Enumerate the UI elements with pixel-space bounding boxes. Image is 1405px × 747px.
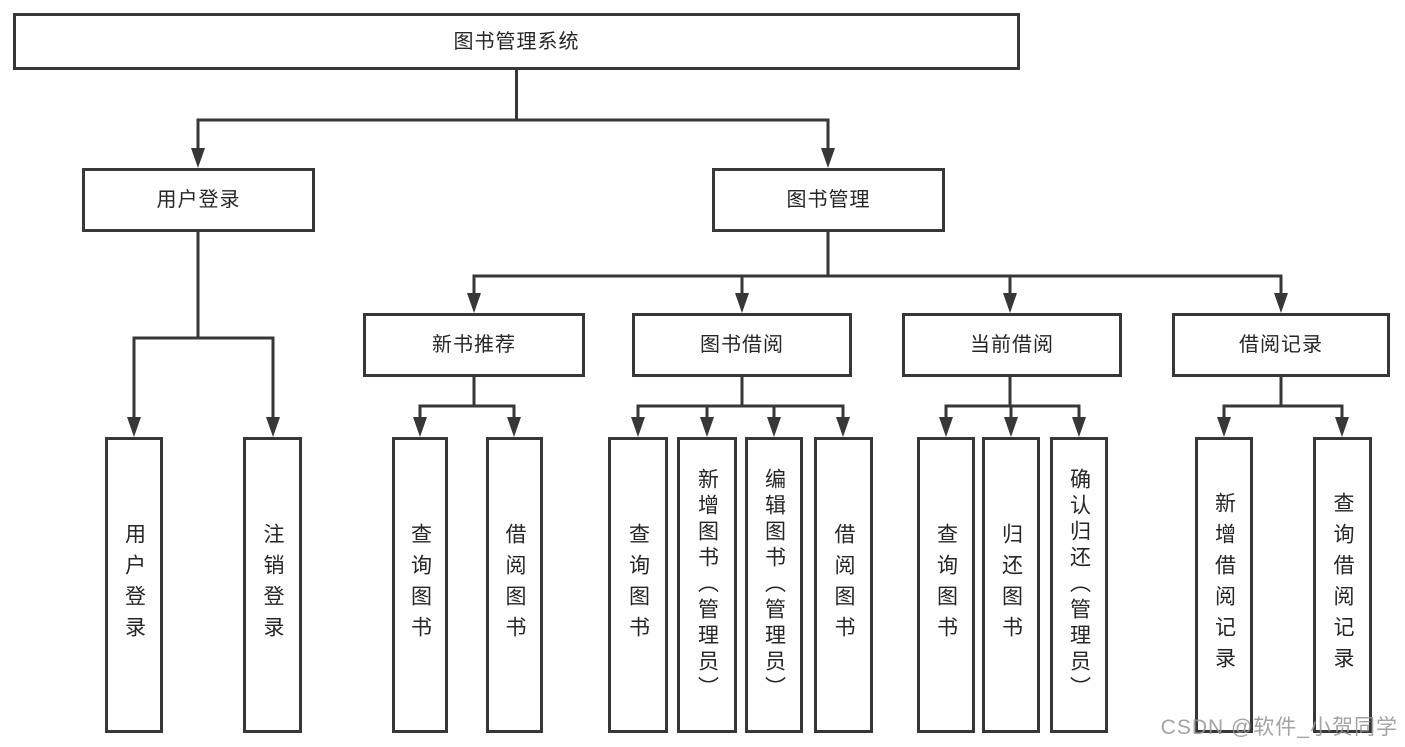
leaf-user-login: 用户登录 bbox=[105, 437, 163, 733]
node-book-management: 图书管理 bbox=[712, 168, 945, 232]
node-borrow-records: 借阅记录 bbox=[1172, 313, 1390, 377]
connector-root-to-level2 bbox=[191, 70, 835, 168]
connector-new-book-recommend-children bbox=[413, 377, 521, 437]
node-book-borrow: 图书借阅 bbox=[632, 313, 852, 377]
node-current-borrow: 当前借阅 bbox=[902, 313, 1122, 377]
leaf-query-books-borrow: 查询图书 bbox=[608, 437, 668, 733]
leaf-query-books-current: 查询图书 bbox=[917, 437, 975, 733]
leaf-confirm-return-admin: 确认归还（管理员） bbox=[1050, 437, 1108, 733]
leaf-edit-book-admin: 编辑图书（管理员） bbox=[745, 437, 803, 733]
connector-book-borrow-children bbox=[631, 377, 850, 437]
leaf-query-books-recommend: 查询图书 bbox=[392, 437, 448, 733]
connector-current-borrow-children bbox=[939, 377, 1086, 437]
leaf-return-books: 归还图书 bbox=[982, 437, 1040, 733]
leaf-borrow-books: 借阅图书 bbox=[814, 437, 873, 733]
connector-book-management-children bbox=[467, 232, 1288, 313]
leaf-add-book-admin: 新增图书（管理员） bbox=[677, 437, 737, 733]
connector-user-login-children bbox=[127, 232, 280, 437]
leaf-query-borrow-record: 查询借阅记录 bbox=[1313, 437, 1372, 733]
node-root-system: 图书管理系统 bbox=[13, 13, 1020, 70]
leaf-add-borrow-record: 新增借阅记录 bbox=[1195, 437, 1253, 733]
connector-borrow-records-children bbox=[1217, 377, 1349, 437]
node-user-login: 用户登录 bbox=[82, 168, 315, 232]
node-new-book-recommend: 新书推荐 bbox=[363, 313, 585, 377]
leaf-logout: 注销登录 bbox=[243, 437, 302, 733]
csdn-watermark: CSDN @软件_小贺同学 bbox=[1160, 716, 1398, 739]
leaf-borrow-books-recommend: 借阅图书 bbox=[486, 437, 543, 733]
